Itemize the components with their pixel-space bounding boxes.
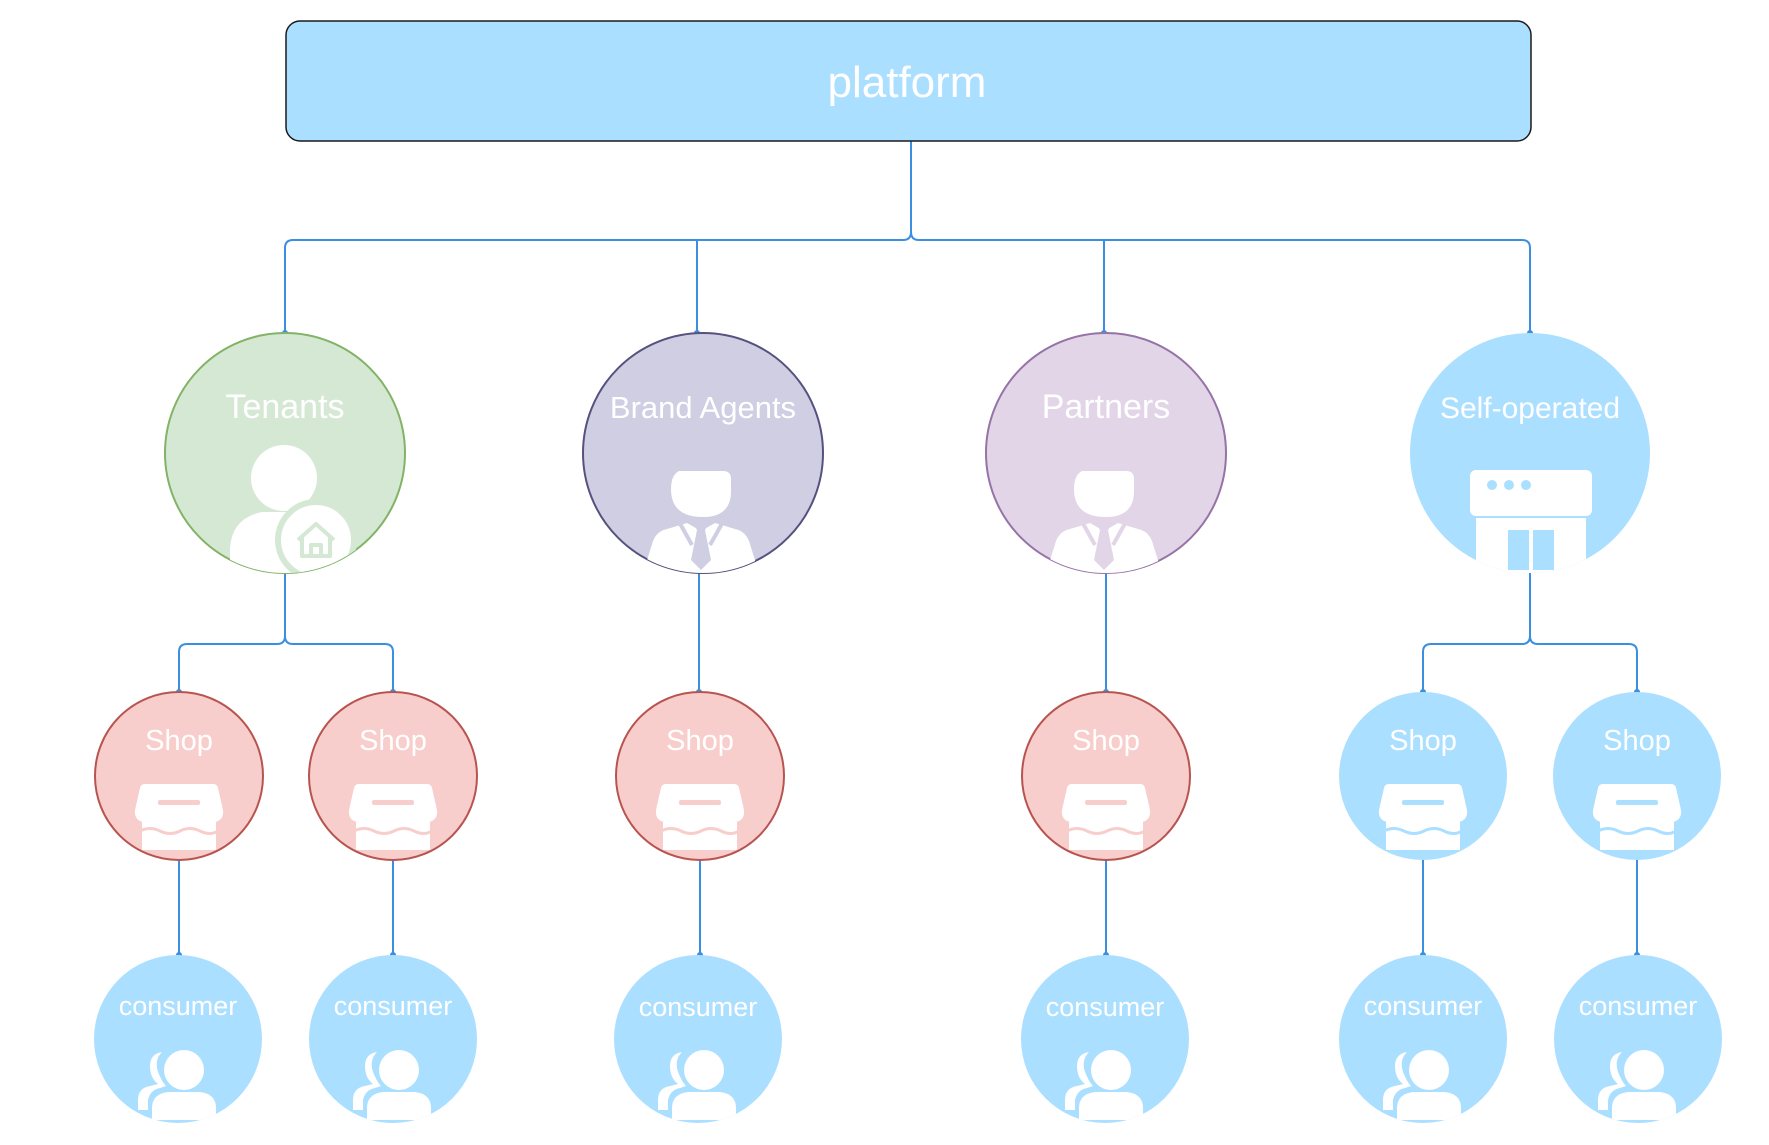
consumer-label: consumer <box>1046 992 1165 1022</box>
partner-person-suit-icon <box>1046 471 1162 573</box>
shop-awning-icon <box>1378 784 1468 850</box>
consumer-node[interactable]: consumer <box>1339 955 1507 1123</box>
consumer-node[interactable]: consumer <box>94 955 262 1123</box>
shop-node[interactable]: Shop <box>1339 692 1507 860</box>
consumer-label: consumer <box>119 991 238 1021</box>
storefront-building-icon <box>1470 470 1592 573</box>
consumer-node[interactable]: consumer <box>614 955 782 1123</box>
shop-label: Shop <box>1603 725 1671 757</box>
consumer-label: consumer <box>334 991 453 1021</box>
partners-label: Partners <box>1042 388 1171 426</box>
consumer-node[interactable]: consumer <box>309 955 477 1123</box>
shop-awning-icon <box>1061 784 1151 850</box>
shop-node[interactable]: Shop <box>94 691 264 861</box>
shop-label: Shop <box>666 725 734 757</box>
shop-label: Shop <box>359 725 427 757</box>
tenant-person-house-icon <box>230 445 357 573</box>
consumer-label: consumer <box>1364 991 1483 1021</box>
consumer-node[interactable]: consumer <box>1554 955 1722 1123</box>
shop-node[interactable]: Shop <box>1553 692 1721 860</box>
shop-awning-icon <box>348 784 438 850</box>
consumer-node[interactable]: consumer <box>1021 955 1189 1123</box>
self-operated-node[interactable]: Self-operated <box>1410 333 1650 588</box>
shop-awning-icon <box>1592 784 1682 850</box>
agent-person-suit-icon <box>643 471 759 573</box>
tenants-label: Tenants <box>225 388 344 426</box>
shop-node[interactable]: Shop <box>308 691 478 861</box>
brand-agents-label: Brand Agents <box>610 390 796 425</box>
consumer-label: consumer <box>639 992 758 1022</box>
platform-label: platform <box>828 58 987 107</box>
shop-label: Shop <box>1072 725 1140 757</box>
brand-agents-node[interactable]: Brand Agents <box>582 332 824 574</box>
shop-node[interactable]: Shop <box>1021 691 1191 861</box>
partners-node[interactable]: Partners <box>985 332 1227 574</box>
self-operated-label: Self-operated <box>1440 392 1620 425</box>
consumer-label: consumer <box>1579 991 1698 1021</box>
shop-label: Shop <box>145 725 213 757</box>
shop-awning-icon <box>134 784 224 850</box>
shop-awning-icon <box>655 784 745 850</box>
tenants-node[interactable]: Tenants <box>164 332 406 580</box>
shop-label: Shop <box>1389 725 1457 757</box>
shop-node[interactable]: Shop <box>615 691 785 861</box>
platform-node[interactable]: platform <box>285 20 1532 142</box>
